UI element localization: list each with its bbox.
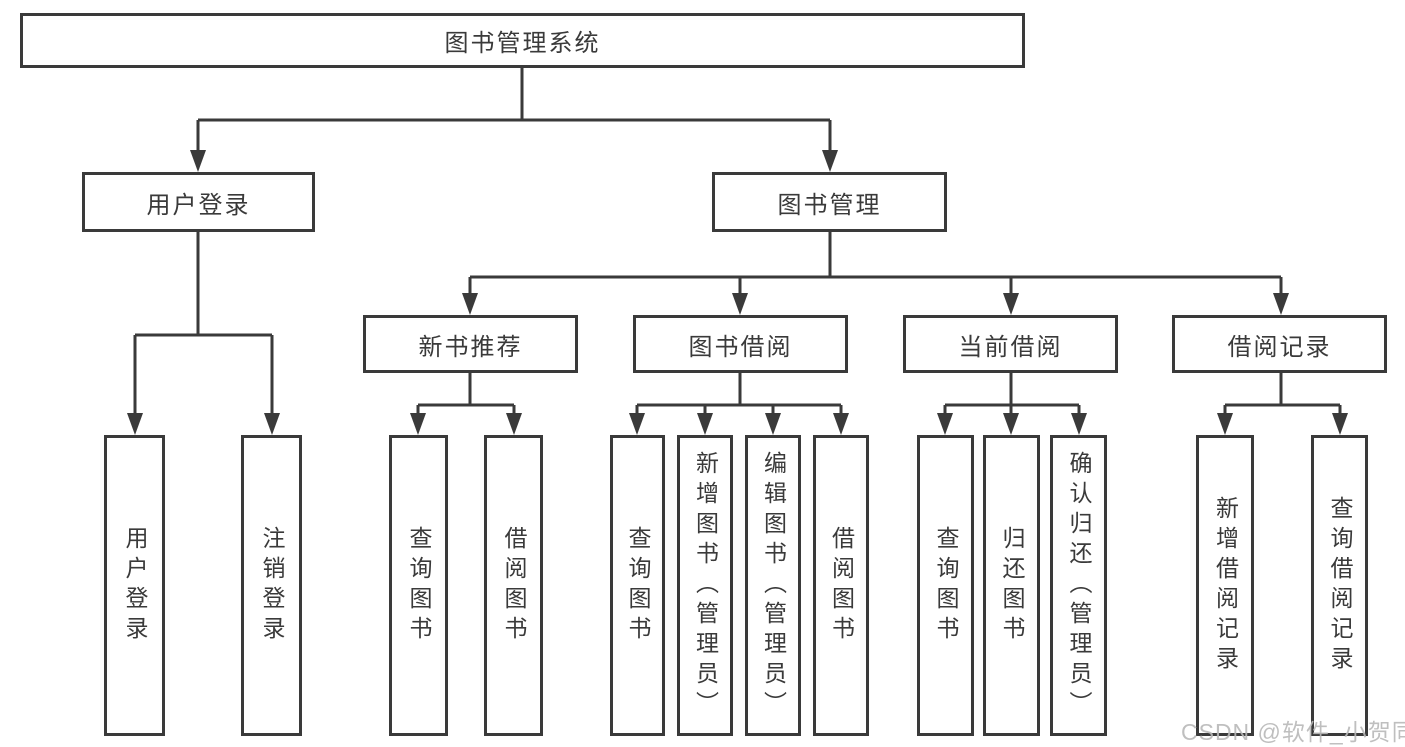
node-current-borrowing: 当前借阅 [903, 315, 1118, 373]
arrow-down-icon [1273, 293, 1289, 315]
arrow-down-icon [629, 413, 645, 435]
arrow-down-icon [1217, 413, 1233, 435]
leaf-user-login-label: 用户登录 [122, 525, 148, 646]
leaf-query-books-3-label: 查询图书 [933, 525, 959, 646]
arrow-down-icon [127, 413, 143, 435]
leaf-logout: 注销登录 [241, 435, 302, 736]
node-book-management-label: 图书管理 [777, 191, 882, 219]
leaf-add-books-admin: 新增图书（管理员） [677, 435, 733, 736]
leaf-add-borrow-record: 新增借阅记录 [1196, 435, 1254, 736]
leaf-query-borrow-record-label: 查询借阅记录 [1327, 495, 1353, 676]
arrow-down-icon [833, 413, 849, 435]
node-new-book-recommend: 新书推荐 [363, 315, 578, 373]
node-root: 图书管理系统 [20, 13, 1025, 68]
leaf-confirm-return-admin-label: 确认归还（管理员） [1066, 450, 1092, 721]
arrow-down-icon [1003, 293, 1019, 315]
arrow-down-icon [1332, 413, 1348, 435]
node-current-borrowing-label: 当前借阅 [958, 333, 1063, 361]
leaf-logout-label: 注销登录 [259, 525, 285, 646]
leaf-user-login: 用户登录 [104, 435, 165, 736]
arrow-down-icon [462, 293, 478, 315]
leaf-query-books-3: 查询图书 [917, 435, 974, 736]
edge-root-to-level2 [196, 68, 832, 158]
edge-user-login-to-leaves [133, 232, 274, 421]
leaf-borrow-books-2-label: 借阅图书 [828, 525, 855, 646]
arrow-down-icon [937, 413, 953, 435]
leaf-query-books-2-label: 查询图书 [625, 525, 651, 646]
node-root-label: 图书管理系统 [444, 30, 601, 57]
arrow-down-icon [732, 293, 748, 315]
leaf-confirm-return-admin: 确认归还（管理员） [1050, 435, 1107, 736]
leaf-query-books-1: 查询图书 [389, 435, 448, 736]
node-user-login-label: 用户登录 [146, 191, 251, 219]
leaf-borrow-books-2: 借阅图书 [813, 435, 869, 736]
leaf-borrow-books-1-label: 借阅图书 [501, 525, 527, 646]
arrowheads [127, 150, 1348, 435]
leaf-query-books-1-label: 查询图书 [406, 525, 432, 646]
edge-borrowing-records-to-leaves [1223, 373, 1342, 421]
leaf-query-books-2: 查询图书 [610, 435, 665, 736]
edge-book-borrowing-to-leaves [635, 373, 843, 421]
arrow-down-icon [822, 150, 838, 172]
arrow-down-icon [506, 413, 522, 435]
tree-edges [133, 68, 1342, 421]
node-borrowing-records-label: 借阅记录 [1227, 333, 1332, 361]
leaf-borrow-books-1: 借阅图书 [484, 435, 543, 736]
leaf-edit-books-admin-label: 编辑图书（管理员） [760, 450, 787, 721]
node-user-login: 用户登录 [82, 172, 315, 232]
arrow-down-icon [264, 413, 280, 435]
leaf-add-borrow-record-label: 新增借阅记录 [1212, 495, 1239, 676]
node-book-management: 图书管理 [712, 172, 947, 232]
leaf-query-borrow-record: 查询借阅记录 [1311, 435, 1368, 736]
arrow-down-icon [1003, 413, 1019, 435]
node-book-borrowing: 图书借阅 [633, 315, 848, 373]
edge-book-management-to-modules [468, 232, 1283, 301]
arrow-down-icon [765, 413, 781, 435]
arrow-down-icon [190, 150, 206, 172]
node-new-book-recommend-label: 新书推荐 [418, 333, 523, 361]
leaf-edit-books-admin: 编辑图书（管理员） [745, 435, 801, 736]
arrow-down-icon [1071, 413, 1087, 435]
watermark: CSDN @软件_小贺同学 [1181, 719, 1405, 745]
leaf-add-books-admin-label: 新增图书（管理员） [692, 450, 719, 721]
node-book-borrowing-label: 图书借阅 [688, 333, 793, 361]
node-borrowing-records: 借阅记录 [1172, 315, 1387, 373]
arrow-down-icon [410, 413, 426, 435]
leaf-return-books-label: 归还图书 [999, 525, 1025, 646]
leaf-return-books: 归还图书 [983, 435, 1040, 736]
edge-new-book-recommend-to-leaves [416, 373, 516, 421]
arrow-down-icon [697, 413, 713, 435]
